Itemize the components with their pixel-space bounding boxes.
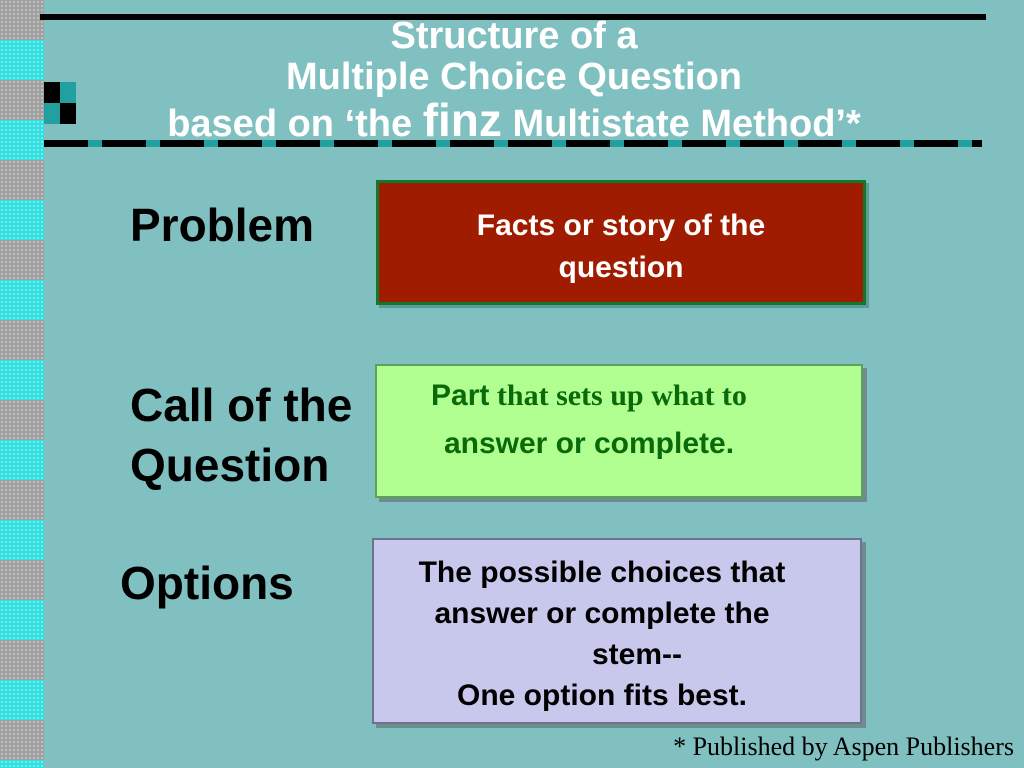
problem-box: Facts or story of the question: [376, 180, 866, 305]
checker-bullet-icon: [44, 82, 76, 124]
top-rule: [40, 14, 986, 20]
title-finz: finz: [422, 94, 502, 146]
title-line-2: Multiple Choice Question: [285, 56, 743, 98]
call-label-line-2: Question: [130, 439, 330, 491]
dashed-title-rule: [44, 140, 982, 147]
decorative-side-strip: [0, 0, 44, 768]
title-line-3: based on ‘the finz Multistate Method’*: [44, 97, 984, 145]
title-line-1: Structure of a: [390, 15, 638, 57]
problem-box-line-2: question: [558, 251, 684, 284]
options-box-line-3: stem--: [591, 638, 682, 671]
title-line-3-post: Multistate Method’*: [501, 103, 861, 145]
title-line-3-pre: based on ‘the: [167, 103, 423, 145]
options-box-line-2: answer or complete the: [434, 597, 770, 630]
problem-label: Problem: [130, 199, 315, 251]
problem-box-line-1: Facts or story of the: [476, 209, 766, 242]
options-box-line-4: One option fits best.: [457, 679, 747, 712]
call-box-rest: that sets up what to: [489, 379, 747, 412]
call-label-line-1: Call of the: [130, 379, 353, 431]
call-box-line-1: Part that sets up what to: [377, 372, 861, 420]
footnote: * Published by Aspen Publishers: [673, 732, 1014, 761]
call-box-line-2: answer or complete.: [443, 427, 735, 460]
options-label: Options: [120, 557, 294, 609]
call-box-part: Part: [431, 379, 490, 412]
call-box: Part that sets up what to answer or comp…: [375, 364, 863, 498]
options-box: The possible choices that answer or comp…: [372, 538, 862, 724]
options-box-line-1: The possible choices that: [418, 556, 786, 589]
